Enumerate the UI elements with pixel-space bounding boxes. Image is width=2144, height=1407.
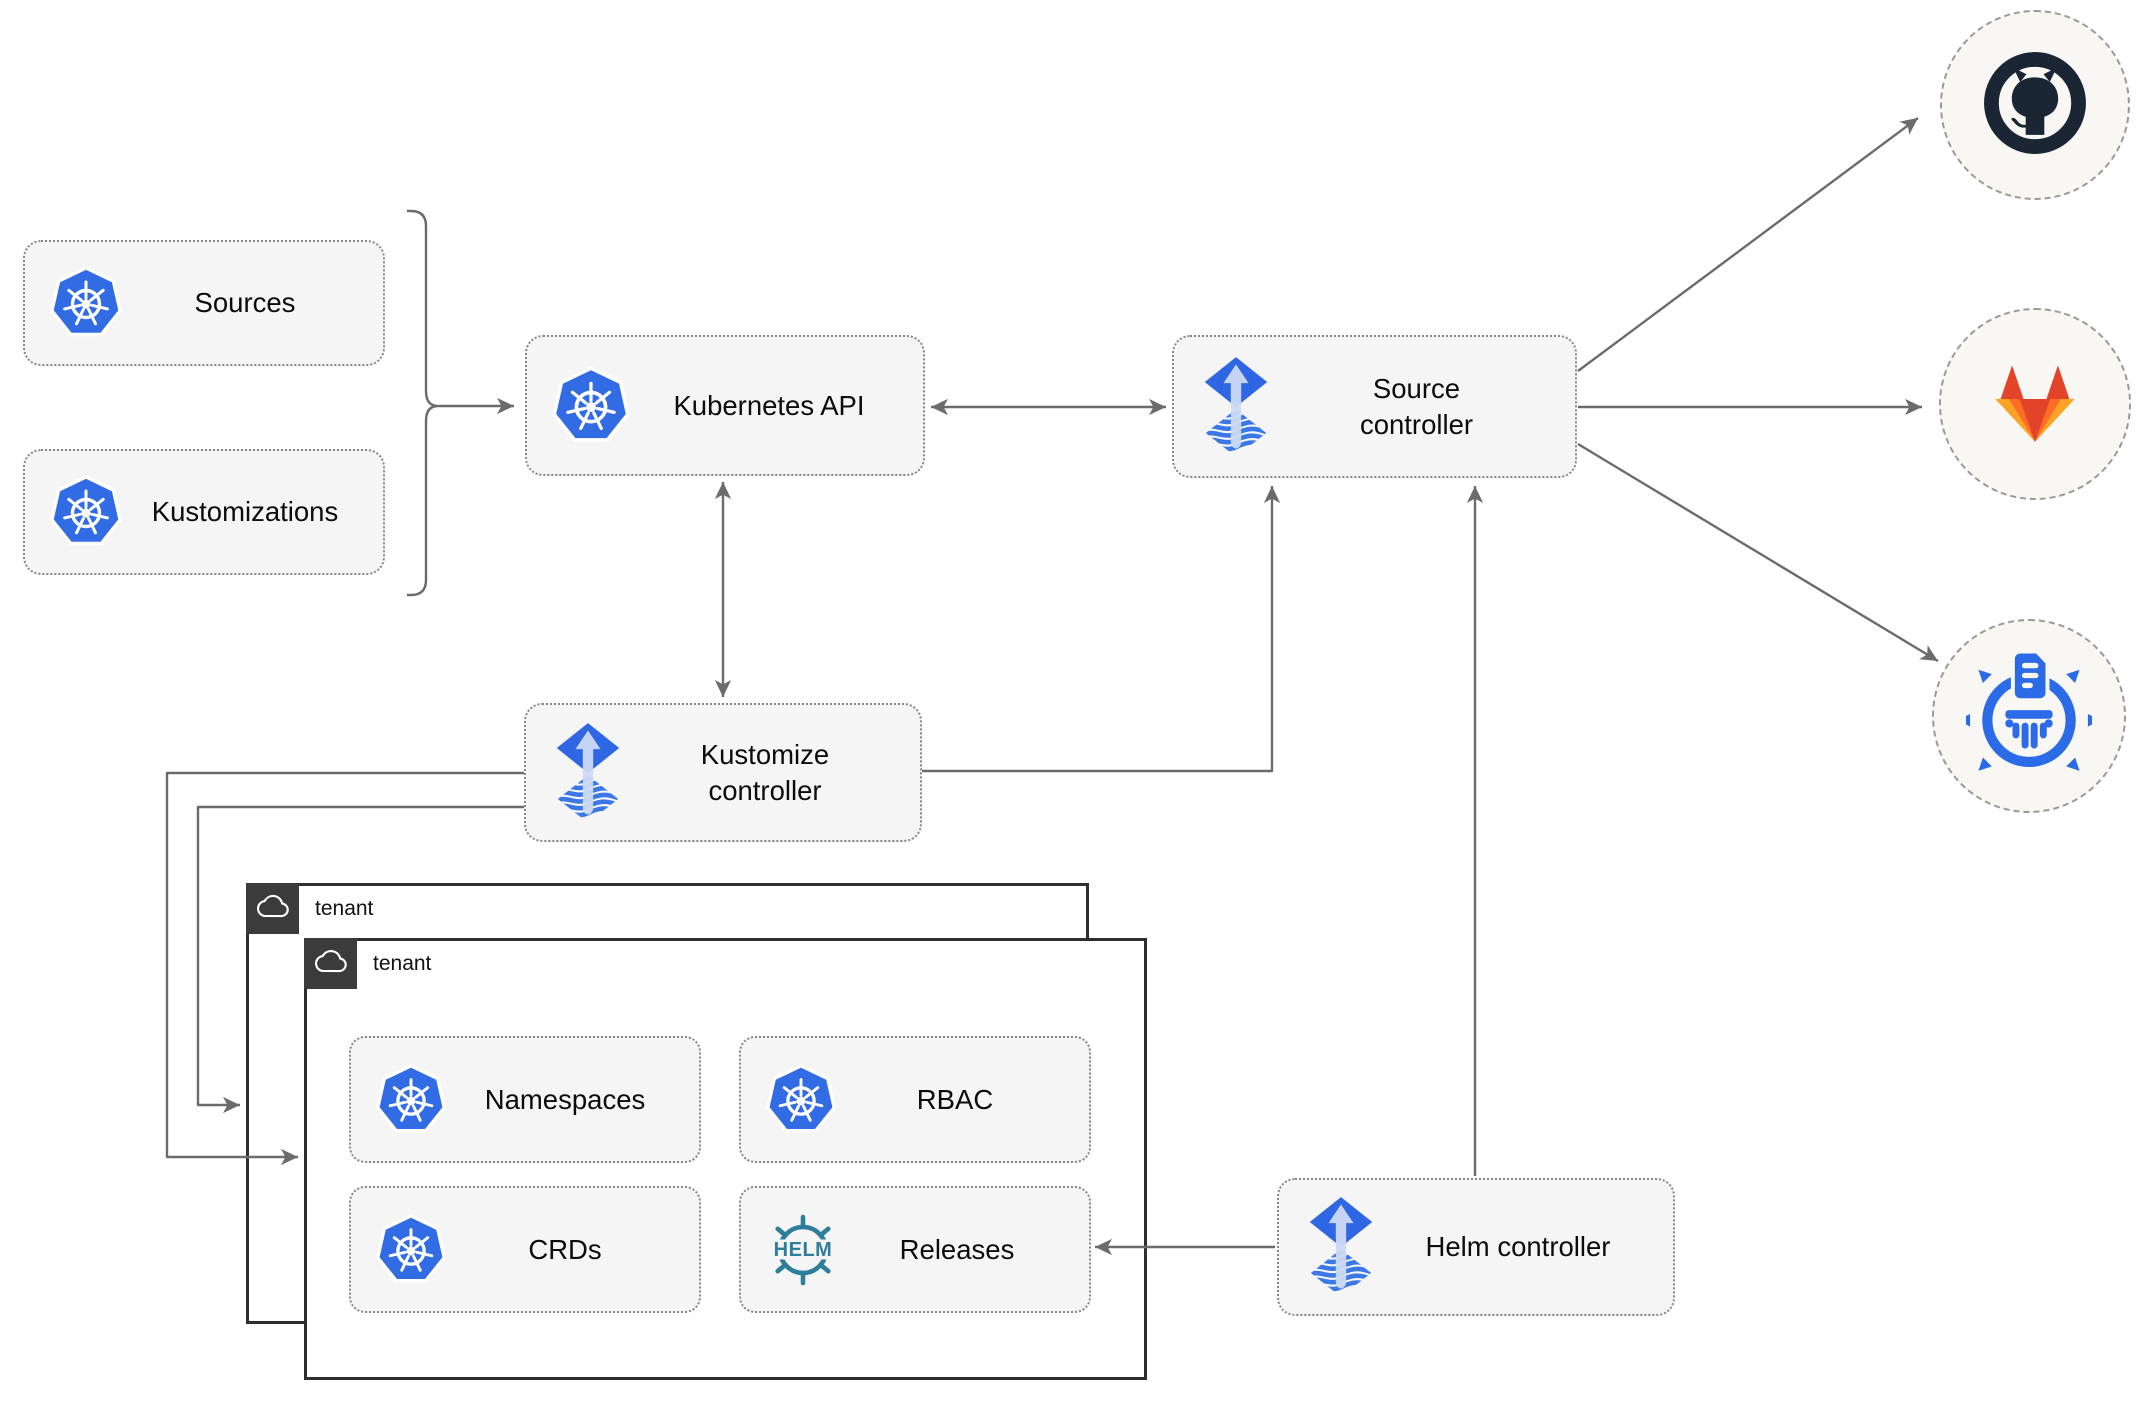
node-rbac: RBAC bbox=[739, 1036, 1091, 1163]
helm-logo-text: HELM bbox=[774, 1239, 833, 1261]
node-crds: CRDs bbox=[349, 1186, 701, 1313]
node-label: Kubernetes API bbox=[673, 389, 865, 421]
cloud-icon bbox=[257, 891, 289, 926]
node-source-controller: Source controller bbox=[1172, 335, 1577, 478]
cloud-icon bbox=[315, 946, 347, 981]
gitlab-endpoint bbox=[1939, 308, 2131, 500]
kubernetes-icon bbox=[551, 365, 631, 447]
node-releases: HELM Releases bbox=[739, 1186, 1091, 1313]
kubernetes-icon bbox=[375, 1213, 447, 1287]
tenant-badge bbox=[304, 938, 357, 989]
node-kustomizations: Kustomizations bbox=[23, 449, 385, 575]
tenant-label: tenant bbox=[315, 897, 374, 920]
node-namespaces: Namespaces bbox=[349, 1036, 701, 1163]
node-label: CRDs bbox=[528, 1233, 602, 1265]
group-bracket bbox=[407, 209, 440, 597]
node-label: Helm controller bbox=[1425, 1231, 1611, 1263]
tenant-box-inner: tenant Namespaces RBAC CRDs bbox=[304, 938, 1147, 1380]
kubernetes-icon bbox=[49, 474, 123, 550]
node-label: Namespaces bbox=[484, 1083, 646, 1115]
node-kustomize-controller: Kustomize controller bbox=[524, 703, 922, 842]
helm-icon: HELM bbox=[765, 1214, 841, 1286]
node-label: Sources bbox=[194, 287, 296, 319]
connector-source-to-chartmuseum bbox=[1577, 442, 1939, 663]
github-icon bbox=[1979, 47, 2091, 164]
node-helm-controller: Helm controller bbox=[1277, 1178, 1675, 1316]
node-label: Kustomizations bbox=[151, 496, 339, 528]
github-endpoint bbox=[1940, 10, 2130, 200]
node-sources: Sources bbox=[23, 240, 385, 366]
flux-icon bbox=[1198, 355, 1274, 459]
tenant-badge bbox=[246, 883, 299, 934]
node-label: Source controller bbox=[1359, 373, 1474, 440]
kubernetes-icon bbox=[49, 265, 123, 341]
kubernetes-icon bbox=[765, 1063, 837, 1137]
connector-kustomize-to-source-controller bbox=[922, 486, 1281, 773]
node-kubernetes-api: Kubernetes API bbox=[525, 335, 925, 476]
chartmuseum-endpoint bbox=[1932, 619, 2126, 813]
tenant-label: tenant bbox=[373, 952, 432, 975]
flux-icon bbox=[550, 721, 626, 825]
connector-source-to-github bbox=[1577, 117, 1919, 372]
node-label: Releases bbox=[899, 1233, 1015, 1265]
chartmuseum-icon bbox=[1957, 648, 2101, 785]
gitlab-icon bbox=[1980, 347, 2090, 462]
node-label: Kustomize controller bbox=[700, 739, 830, 806]
kubernetes-icon bbox=[375, 1063, 447, 1137]
flux-icon bbox=[1303, 1195, 1379, 1299]
node-label: RBAC bbox=[916, 1083, 994, 1115]
